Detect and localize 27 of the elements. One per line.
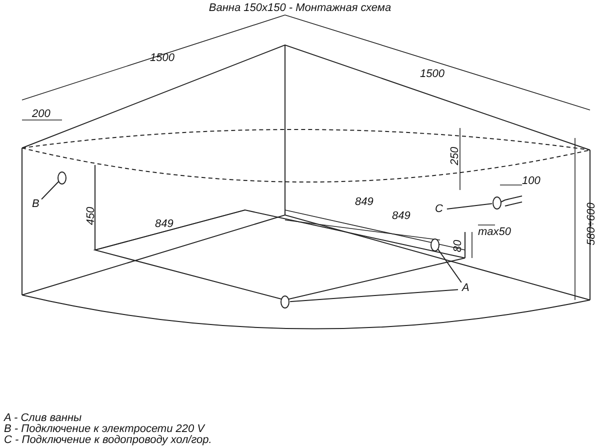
leader-line (446, 203, 493, 210)
callout-letter: B (32, 198, 40, 210)
leader-line (437, 248, 462, 283)
connection-point (280, 296, 290, 308)
title: Ванна 150x150 - Монтажная схема (208, 2, 392, 14)
dimension-label: 849 (355, 196, 374, 208)
dimension-label: 80 (452, 240, 464, 252)
legend-note: B - Подключение к электросети 220 V (4, 423, 205, 435)
dimension-label: max50 (478, 226, 512, 238)
connection-point (492, 196, 502, 210)
dimension-label: 250 (449, 146, 462, 166)
legend-note: A - Слив ванны (4, 412, 82, 424)
dimension-label: 849 (392, 210, 410, 222)
dimension-label: 200 (32, 108, 50, 120)
legend-note: C - Подключение к водопроводу хол/гор. (4, 434, 212, 446)
callout-letter: A (462, 282, 470, 294)
dimension-label: 450 (85, 206, 98, 226)
dimension-label: 1500 (150, 52, 174, 64)
dimension-label: 580÷600 (585, 202, 598, 246)
dimension-label: 849 (155, 218, 174, 230)
dimension-label: 100 (522, 175, 540, 187)
connection-point (58, 172, 66, 184)
leader-line (41, 181, 60, 200)
dimension-label: 1500 (420, 68, 444, 80)
connection-point (430, 238, 440, 252)
leader-line (289, 289, 459, 302)
callout-letter: C (435, 203, 443, 215)
